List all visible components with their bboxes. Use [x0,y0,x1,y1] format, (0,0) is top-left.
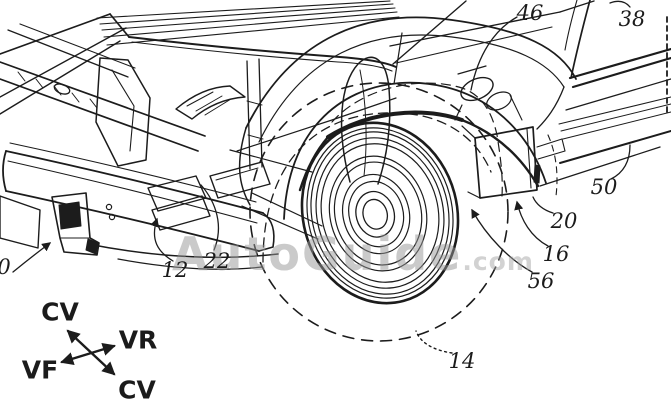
tow-hitch [51,192,100,256]
tire-clearance-dashed-circle [249,82,509,342]
fender-arches [238,16,577,263]
ref-label-12: 12 [161,258,189,282]
ref-label-46: 46 [516,1,544,25]
leader-lines [12,0,631,354]
compass-label-cv-lower: CV [118,375,156,405]
ref-label-16: 16 [542,242,570,266]
direction-arrows [60,329,116,376]
ref-label-14: 14 [448,349,476,373]
shackle-part [454,65,523,121]
ref-label-20: 20 [550,209,578,233]
ref-label-38: 38 [618,7,646,31]
vf-vr-axis-arrow [60,342,116,366]
front-clip-assembly [0,23,397,270]
wheel-rings [300,121,460,305]
compass-label-vf: VF [21,355,59,385]
ref-label-56: 56 [527,269,555,293]
ref-label-50: 50 [590,175,618,199]
compass-label-vr: VR [118,325,158,355]
ref-label-10: 0 [0,255,11,279]
ref-label-22: 22 [203,249,231,273]
compass-label-cv-upper: CV [41,297,79,327]
hood-lines [0,0,595,72]
body-side-lines [536,0,671,187]
bracket-part [461,125,541,199]
